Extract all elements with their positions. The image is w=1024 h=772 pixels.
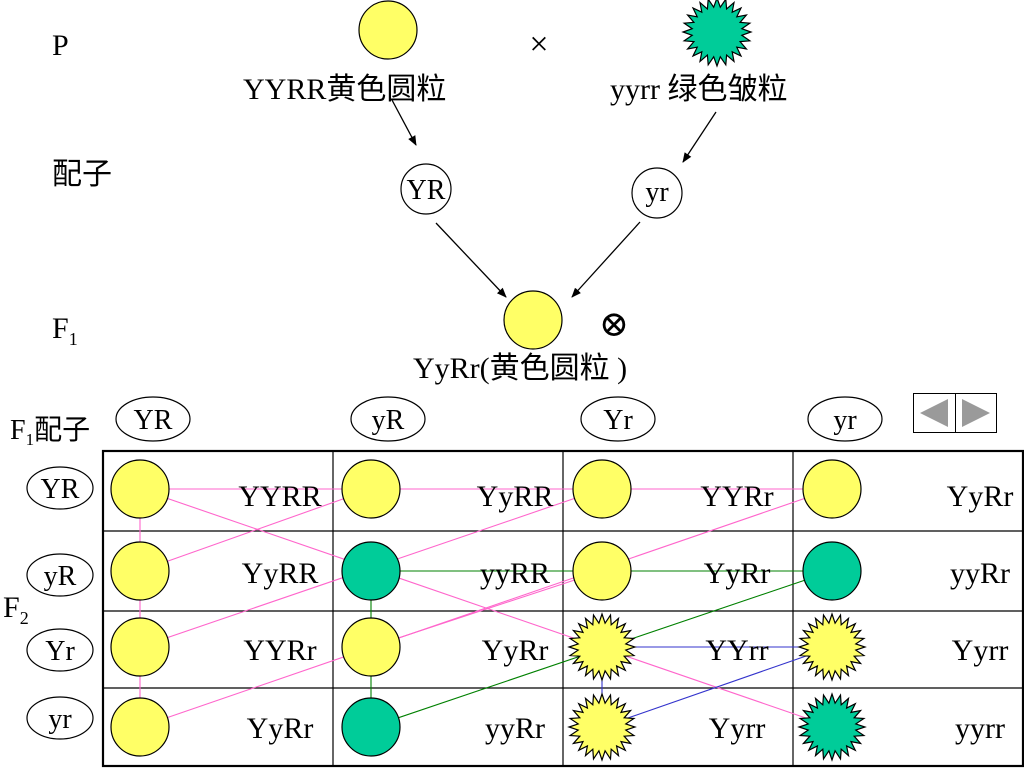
arrow-parent-right-to-gamete — [682, 111, 717, 163]
arrow-parent-left-to-gamete — [391, 99, 417, 146]
connector-line — [601, 646, 833, 728]
cell-genotype: YyRR — [477, 480, 554, 513]
col-gamete-ellipse — [350, 396, 426, 442]
connector-line — [139, 488, 372, 572]
row-gamete-headers: YR yR Yr yr — [26, 466, 94, 740]
f2-label: F2 — [3, 591, 29, 628]
green-round-seed-icon — [802, 541, 862, 601]
f1-label: F1 — [52, 312, 78, 349]
cell-genotype: yyrr — [955, 712, 1005, 745]
triangle-left-icon — [920, 399, 949, 427]
yellow-round-seed-icon — [110, 541, 170, 601]
row-gamete-label: yr — [48, 704, 72, 735]
yellow-round-seed-icon — [341, 617, 401, 677]
cell-genotype: YYRr — [700, 480, 773, 513]
parent-left-genotype: YYRR黄色圆粒 — [243, 73, 446, 106]
row-gamete-label: Yr — [45, 636, 75, 667]
cell-genotype: YYRR — [238, 480, 321, 513]
gamete-left-circle — [400, 163, 452, 215]
col-gamete-label: YR — [134, 405, 173, 436]
col-gamete-label: yr — [833, 405, 857, 436]
gamete-right-circle — [631, 167, 683, 219]
self-cross-symbol: ⊗ — [599, 304, 629, 344]
cross-symbol: × — [529, 26, 548, 63]
punnett-grid-lines — [103, 451, 1023, 766]
yellow-round-seed-icon — [802, 459, 862, 519]
gametes-label: 配子 — [52, 158, 112, 191]
green-round-seed-icon — [341, 697, 401, 757]
yellow-round-seed-icon — [341, 459, 401, 519]
yellow-round-seed-icon — [110, 459, 170, 519]
f1-gametes-label: F1配子 — [10, 415, 90, 449]
column-gamete-headers: YR yR Yr yr — [115, 396, 883, 442]
prev-slide-button[interactable] — [914, 394, 956, 432]
parent-right-genotype: yyrr 绿色皱粒 — [610, 73, 787, 106]
row-gamete-ellipse — [26, 696, 94, 740]
row-gamete-ellipse — [26, 466, 94, 510]
f1-yellow-round-seed-icon — [503, 290, 563, 350]
cell-genotype: YyRr — [247, 712, 314, 745]
cell-genotype: YyRr — [704, 557, 771, 590]
col-gamete-ellipse — [807, 396, 883, 442]
green-wrinkled-seed-icon — [797, 692, 867, 762]
yellow-wrinkled-seed-icon — [567, 612, 637, 682]
cell-genotype: yyRr — [485, 712, 545, 745]
row-gamete-label: YR — [41, 474, 80, 505]
cell-genotype: YyRR — [242, 557, 319, 590]
cell-genotype: YYrr — [705, 634, 768, 667]
row-gamete-label: yR — [44, 561, 77, 592]
cell-genotype: YYRr — [243, 634, 316, 667]
parent-yellow-round-seed-icon — [358, 0, 418, 60]
cell-genotype: YyRr — [947, 480, 1014, 513]
col-gamete-label: Yr — [603, 405, 633, 436]
col-gamete-ellipse — [580, 396, 656, 442]
connector-line — [139, 488, 833, 728]
yellow-round-seed-icon — [110, 697, 170, 757]
arrow-gamete-left-to-f1 — [435, 222, 507, 298]
green-round-seed-icon — [341, 541, 401, 601]
gamete-right-label: yr — [645, 177, 669, 208]
yellow-wrinkled-seed-icon — [567, 692, 637, 762]
arrow-gamete-right-to-f1 — [571, 221, 641, 298]
cell-genotype: Yyrr — [709, 712, 766, 745]
cell-genotype: yyRr — [950, 557, 1010, 590]
parent-green-wrinkled-seed-icon — [681, 0, 753, 68]
row-gamete-ellipse — [26, 628, 94, 672]
cell-genotype: Yyrr — [952, 634, 1009, 667]
col-gamete-ellipse — [115, 396, 191, 442]
col-gamete-label: yR — [372, 405, 405, 436]
triangle-right-icon — [961, 399, 990, 427]
row-gamete-ellipse — [26, 553, 94, 597]
yellow-round-seed-icon — [572, 459, 632, 519]
f1-genotype: YyRr(黄色圆粒 ) — [413, 352, 627, 385]
cell-genotype: YyRr — [482, 634, 549, 667]
slide-navigation — [913, 393, 997, 433]
phenotype-connector-lines — [139, 488, 833, 728]
p-label: P — [52, 29, 69, 62]
next-slide-button[interactable] — [956, 394, 997, 432]
gamete-left-label: YR — [407, 175, 446, 206]
connector-line — [370, 570, 603, 648]
yellow-round-seed-icon — [572, 541, 632, 601]
yellow-wrinkled-seed-icon — [797, 612, 867, 682]
cell-genotype: yyRR — [480, 557, 550, 590]
yellow-round-seed-icon — [110, 617, 170, 677]
